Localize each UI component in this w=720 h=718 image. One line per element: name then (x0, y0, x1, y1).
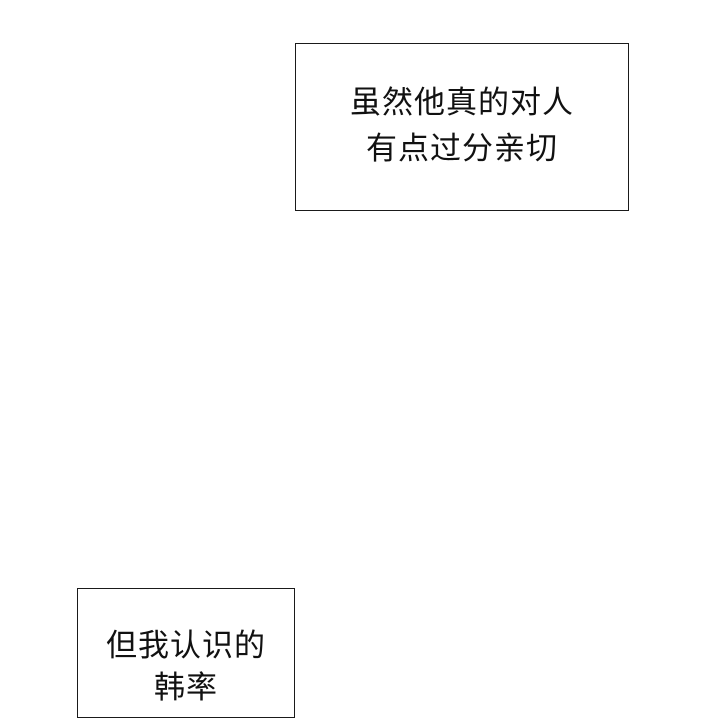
caption-box-top: 虽然他真的对人 有点过分亲切 (295, 43, 629, 211)
caption-line: 韩率 (154, 670, 218, 706)
caption-text-bottom: 但我认识的 韩率 (78, 625, 294, 709)
caption-box-bottom: 但我认识的 韩率 (77, 588, 295, 718)
caption-line: 虽然他真的对人 (350, 85, 574, 121)
caption-line: 但我认识的 (106, 628, 266, 664)
caption-line: 有点过分亲切 (366, 131, 558, 167)
caption-text-top: 虽然他真的对人 有点过分亲切 (296, 80, 628, 172)
